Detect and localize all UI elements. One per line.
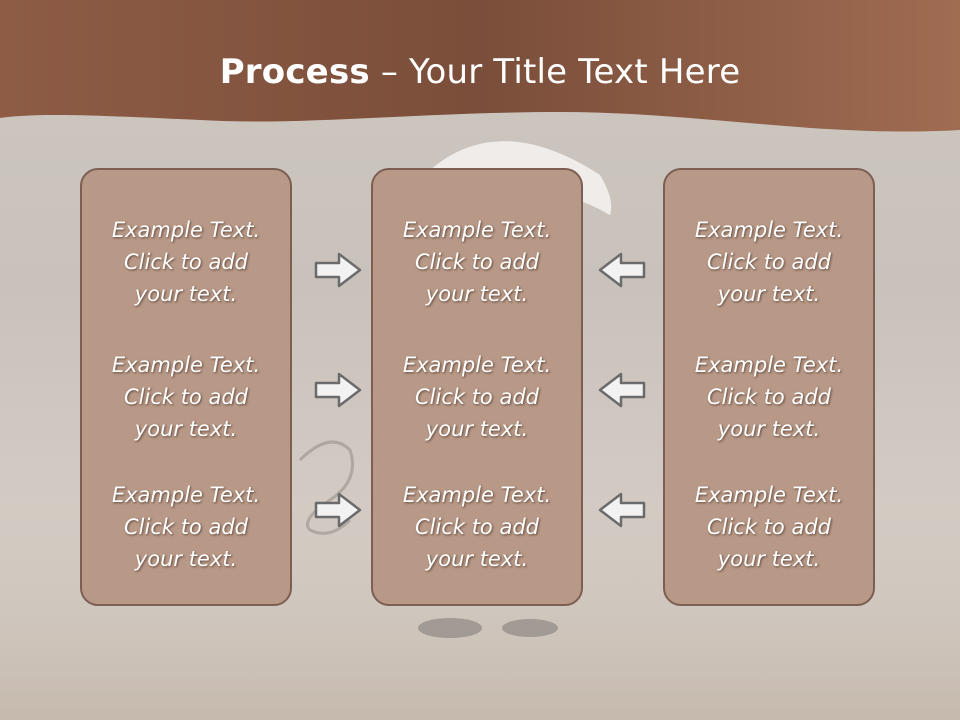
text-placeholder[interactable]: Example Text. Click to add your text. bbox=[111, 353, 261, 441]
left-text-box[interactable]: Example Text. Click to add your text. Ex… bbox=[80, 168, 292, 606]
text-placeholder[interactable]: Example Text. Click to add your text. bbox=[694, 218, 844, 306]
shoe-left bbox=[418, 618, 482, 638]
title-bold: Process bbox=[219, 52, 370, 92]
title-banner bbox=[0, 0, 960, 132]
text-placeholder[interactable]: Example Text. Click to add your text. bbox=[111, 483, 261, 571]
center-text-box[interactable]: Example Text. Click to add your text. Ex… bbox=[371, 168, 583, 606]
right-text-box[interactable]: Example Text. Click to add your text. Ex… bbox=[663, 168, 875, 606]
text-placeholder[interactable]: Example Text. Click to add your text. bbox=[694, 483, 844, 571]
page-title[interactable]: Process – Your Title Text Here bbox=[0, 52, 960, 92]
arrow-right-icon bbox=[314, 372, 362, 408]
shoe-right bbox=[502, 619, 558, 637]
text-placeholder[interactable]: Example Text. Click to add your text. bbox=[402, 353, 552, 441]
text-placeholder[interactable]: Example Text. Click to add your text. bbox=[402, 218, 552, 306]
title-rest: – Your Title Text Here bbox=[369, 52, 741, 92]
text-placeholder[interactable]: Example Text. Click to add your text. bbox=[111, 218, 261, 306]
arrow-left-icon bbox=[598, 372, 646, 408]
text-placeholder[interactable]: Example Text. Click to add your text. bbox=[694, 353, 844, 441]
text-placeholder[interactable]: Example Text. Click to add your text. bbox=[402, 483, 552, 571]
arrow-left-icon bbox=[598, 252, 646, 288]
wire-figure bbox=[298, 440, 354, 535]
arrow-right-icon bbox=[314, 492, 362, 528]
arrow-left-icon bbox=[598, 492, 646, 528]
arrow-right-icon bbox=[314, 252, 362, 288]
